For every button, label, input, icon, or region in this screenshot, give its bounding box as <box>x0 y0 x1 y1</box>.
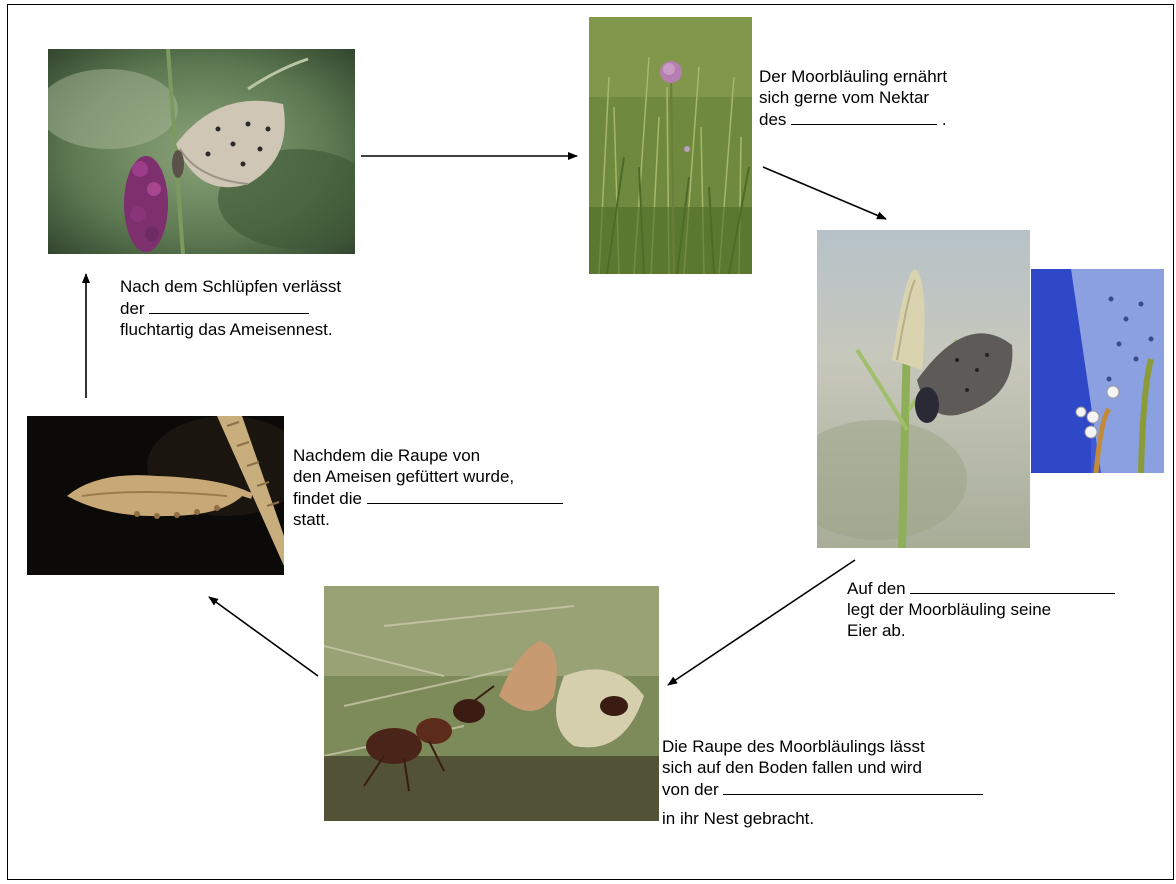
caption-nectar-suffix: . <box>942 110 947 129</box>
caption-eggs-line3: Eier ab. <box>847 620 1115 641</box>
caption-eggs: Auf den legt der Moorbläuling seine Eier… <box>847 577 1115 641</box>
caption-hatch-line1: Nach dem Schlüpfen verlässt <box>120 276 341 297</box>
caption-ants-line4: in ihr Nest gebracht. <box>662 808 983 829</box>
gentian-butterfly-photo <box>817 230 1030 548</box>
ants-caterpillar-photo <box>324 586 659 821</box>
caption-ants-line2: sich auf den Boden fallen und wird <box>662 757 983 778</box>
caption-pupa-line1: Nachdem die Raupe von <box>293 445 563 466</box>
caption-nectar-line3: des <box>759 110 786 129</box>
caption-hatch: Nach dem Schlüpfen verlässt der fluchtar… <box>120 276 341 340</box>
eggs-closeup-photo <box>1031 269 1164 473</box>
caption-eggs-line2: legt der Moorbläuling seine <box>847 599 1115 620</box>
caption-nectar-line2: sich gerne vom Nektar <box>759 87 947 108</box>
answer-blank-pupa[interactable] <box>367 487 563 504</box>
caption-pupa-line2: den Ameisen gefüttert wurde, <box>293 466 563 487</box>
caption-eggs-line1: Auf den <box>847 579 906 598</box>
butterfly-photo <box>48 49 355 254</box>
caption-nectar: Der Moorbläuling ernährt sich gerne vom … <box>759 66 947 130</box>
caption-hatch-line2: der <box>120 299 145 318</box>
answer-blank-eggs[interactable] <box>910 577 1115 594</box>
caption-nectar-line1: Der Moorbläuling ernährt <box>759 66 947 87</box>
caption-hatch-line3: fluchtartig das Ameisennest. <box>120 319 341 340</box>
answer-blank-hatch[interactable] <box>149 297 309 314</box>
caption-ants-line1: Die Raupe des Moorbläulings lässt <box>662 736 983 757</box>
answer-blank-ants[interactable] <box>723 778 983 795</box>
caption-pupa-line4: statt. <box>293 509 563 530</box>
caption-pupa: Nachdem die Raupe von den Ameisen gefütt… <box>293 445 563 530</box>
pupa-photo <box>27 416 284 575</box>
caption-ants-line3: von der <box>662 780 719 799</box>
caption-ants: Die Raupe des Moorbläulings lässt sich a… <box>662 736 983 829</box>
meadow-flower-photo <box>589 17 752 274</box>
answer-blank-nectar[interactable] <box>791 108 937 125</box>
caption-pupa-line3: findet die <box>293 489 362 508</box>
